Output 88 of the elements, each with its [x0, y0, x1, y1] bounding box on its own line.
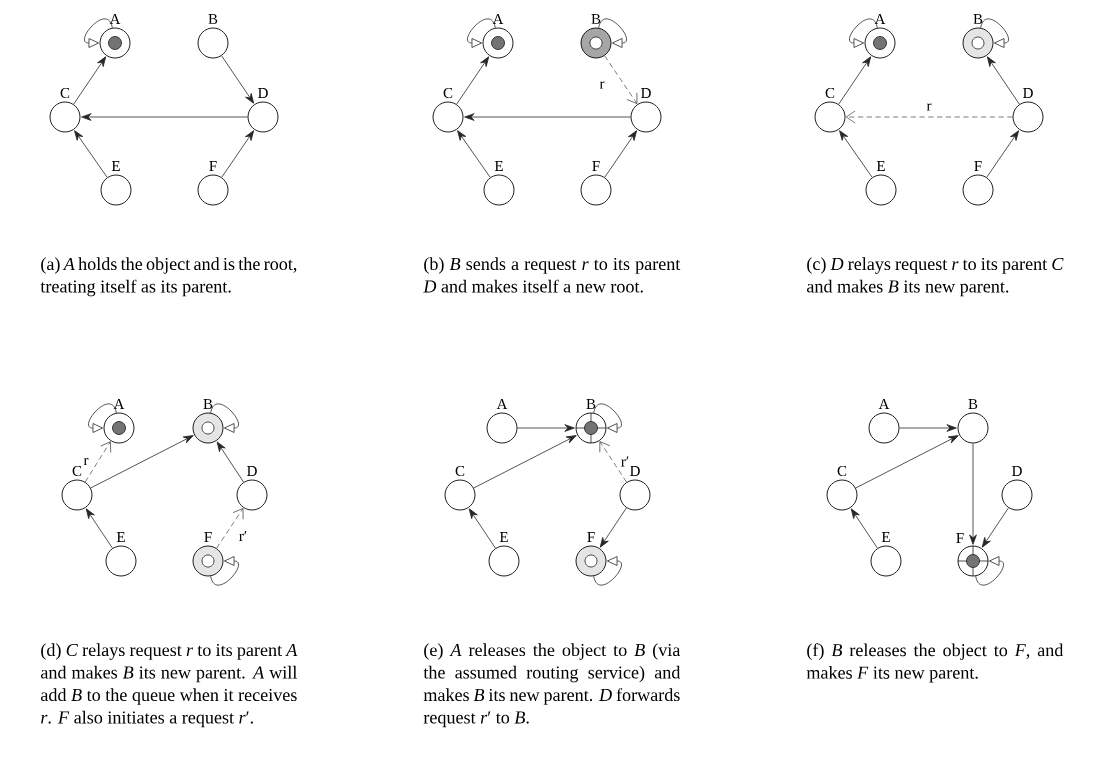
caption: (a) A holds the object and is the root, treating itself as its parent.	[40, 257, 297, 297]
arrow	[517, 424, 575, 432]
arrow	[981, 507, 1009, 548]
edge-label: r′	[237, 529, 249, 543]
caption: (c) D relays request r to its parent C and makes B its new parent.	[807, 257, 1064, 297]
arrow	[599, 441, 627, 483]
arrow	[74, 130, 108, 178]
node-label: B	[208, 14, 218, 24]
edge-label: r	[597, 79, 607, 91]
arrow	[969, 443, 977, 545]
arrow	[81, 113, 248, 121]
self-loop-arrow	[84, 18, 113, 48]
arrow	[457, 130, 491, 178]
arrow	[90, 435, 194, 489]
node-label: D	[630, 466, 640, 476]
edge-label: r	[81, 456, 91, 467]
edge-label: r	[924, 101, 934, 113]
node-label: A	[874, 14, 886, 24]
node-label: C	[60, 88, 70, 98]
node-label: B	[591, 14, 601, 24]
caption: (e) A releases the object to B (via the assumed routing service) and makes B its new parent. D forwards request r′ to B.	[423, 643, 681, 728]
node-label: A	[113, 399, 125, 409]
self-loop-arrow	[598, 18, 627, 48]
arrow	[986, 56, 1020, 105]
self-loop-arrow	[210, 556, 239, 586]
self-loop-arrow	[88, 403, 117, 433]
node-label: D	[258, 88, 268, 98]
node-label: B	[968, 399, 978, 409]
node-label: F	[974, 161, 982, 171]
node-label: E	[116, 532, 125, 542]
arrow	[604, 130, 637, 178]
node-label: D	[247, 466, 257, 476]
arrow	[468, 508, 496, 549]
arrow	[464, 113, 631, 121]
arrow	[839, 130, 873, 178]
node-label: E	[876, 161, 885, 171]
node-label: F	[956, 533, 964, 543]
arrow	[73, 56, 107, 105]
arrow	[845, 110, 1013, 124]
node-label: C	[443, 88, 453, 98]
node-label: B	[203, 399, 213, 409]
arrow	[216, 508, 244, 549]
node-label: A	[109, 14, 121, 24]
node-label: F	[204, 532, 212, 542]
self-loop-arrow	[980, 18, 1009, 48]
self-loop-arrow	[210, 403, 239, 433]
edge-label: r′	[619, 454, 631, 469]
node-label: E	[881, 532, 890, 542]
self-loop-arrow	[593, 403, 622, 433]
arrow	[85, 508, 113, 549]
arrow	[216, 441, 244, 483]
arrow	[84, 441, 112, 483]
node-label: C	[455, 466, 465, 476]
node-label: F	[209, 161, 217, 171]
arrow	[855, 435, 959, 489]
node-label: A	[496, 399, 508, 409]
node-label: A	[878, 399, 890, 409]
node-label: C	[825, 88, 835, 98]
self-loop-arrow	[975, 556, 1004, 586]
node-label: E	[499, 532, 508, 542]
node-label: B	[973, 14, 983, 24]
node-label: F	[587, 532, 595, 542]
caption: (f) B releases the object to F, and makes F its new parent.	[806, 643, 1064, 683]
node-label: E	[111, 161, 120, 171]
caption: (d) C relays request r to its parent A and makes B its new parent. A will add B to the queue when it receives r. F also initiates a request r′.	[41, 643, 298, 728]
node-label: D	[1023, 88, 1033, 98]
node-label: E	[494, 161, 503, 171]
node-label: B	[586, 399, 596, 409]
node-label: D	[641, 88, 651, 98]
arrow	[899, 424, 957, 432]
node-label: F	[592, 161, 600, 171]
arrow	[986, 130, 1019, 178]
arrow	[604, 55, 638, 104]
node-label: C	[837, 466, 847, 476]
arrow	[221, 130, 254, 178]
arrow	[850, 508, 878, 549]
arrow	[221, 55, 255, 104]
node-label: D	[1012, 466, 1022, 476]
self-loop-arrow	[849, 18, 878, 48]
node-label: C	[72, 466, 82, 476]
arrow	[456, 56, 490, 105]
self-loop-arrow	[593, 556, 622, 586]
arrow	[599, 507, 627, 548]
caption: (b) B sends a request r to its parent D and makes itself a new root.	[423, 257, 681, 293]
arrow	[838, 56, 872, 105]
arrow	[473, 435, 577, 489]
node-label: A	[492, 14, 504, 24]
self-loop-arrow	[467, 18, 496, 48]
